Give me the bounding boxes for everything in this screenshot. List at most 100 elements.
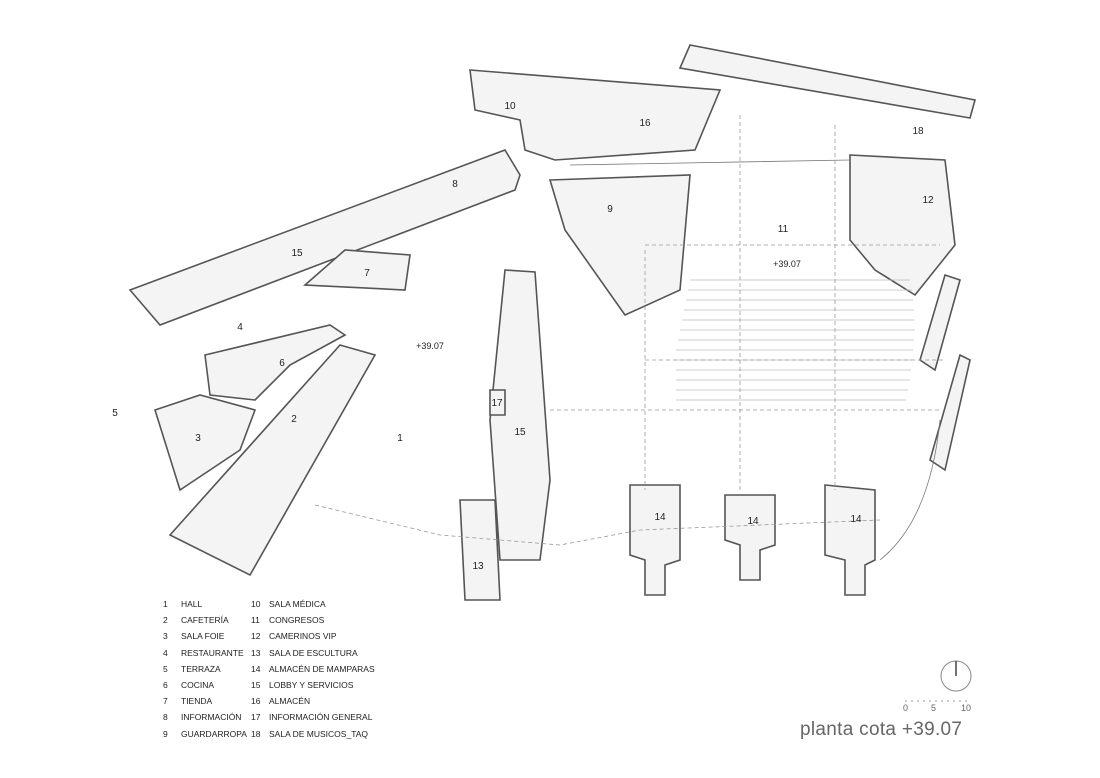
legend-item: 18 SALA DE MUSICOS_TAQ [251,729,391,745]
info-wing-8 [128,149,521,326]
east-curve [879,419,941,561]
legend-item: 17 INFORMACIÓN GENERAL [251,712,391,728]
store-14-a [629,484,681,596]
legend-number: 13 [251,647,261,658]
legend-number: 9 [163,728,168,739]
legend-item: 13 SALA DE ESCULTURA [251,648,391,664]
legend-label: RESTAURANTE [181,647,244,658]
legend-item: 4 RESTAURANTE [163,648,303,664]
legend-item: 12 CAMERINOS VIP [251,631,391,647]
legend-number: 8 [163,712,168,723]
legend-label: CONGRESOS [269,615,325,626]
north-wing [678,44,977,119]
legend-number: 14 [251,663,261,674]
store-14-b [724,494,776,581]
legend-item: 2 CAFETERÍA [163,615,303,631]
svg-text:6: 6 [279,358,285,369]
legend-label: SALA DE MUSICOS_TAQ [269,728,369,739]
north-arrow-icon [940,660,972,692]
svg-text:14: 14 [654,512,666,523]
legend-item: 15 LOBBY Y SERVICIOS [251,680,391,696]
scale-bar [905,700,967,702]
legend-label: SALA DE ESCULTURA [269,647,358,658]
legend-number: 10 [251,599,261,609]
legend-label: LOBBY Y SERVICIOS [269,679,354,690]
legend-item: 10 SALA MÉDICA [251,599,391,615]
svg-text:17: 17 [491,398,503,409]
store-14-c [824,484,876,596]
svg-text:+39.07: +39.07 [773,259,801,269]
plan-title: planta cota +39.07 [800,719,963,740]
svg-text:16: 16 [639,118,651,129]
legend-label: INFORMACIÓN [181,712,242,723]
stage-edge [569,159,851,166]
legend-label: COCINA [181,679,215,690]
svg-text:14: 14 [850,514,862,525]
legend-label: SALA FOIE [181,631,225,642]
legend-number: 3 [163,631,168,642]
room-17 [489,389,506,416]
legend-number: 17 [251,712,261,723]
legend-label: ALMACÉN DE MAMPARAS [269,663,375,674]
auditorium-seating [676,279,915,401]
legend-number: 5 [163,663,168,674]
room-10-16-block [469,69,722,161]
svg-text:+39.07: +39.07 [416,341,444,351]
svg-text:14: 14 [747,516,759,527]
svg-text:7: 7 [364,268,370,279]
legend-number: 18 [251,728,261,739]
room-3 [154,394,257,492]
room-6-block [204,324,347,401]
svg-text:9: 9 [607,204,613,215]
svg-text:11: 11 [778,224,789,235]
room-9 [548,174,691,317]
svg-text:5: 5 [112,408,118,419]
east-pod-1 [919,273,961,372]
legend-item: 8 INFORMACIÓN [163,712,303,728]
legend-label: CAMERINOS VIP [269,631,337,642]
svg-text:8: 8 [452,179,458,190]
legend-item: 14 ALMACÉN DE MAMPARAS [251,664,391,680]
svg-text:4: 4 [237,322,243,333]
svg-text:12: 12 [922,195,934,206]
legend-number: 4 [163,647,168,658]
legend-item: 3 SALA FOIE [163,631,303,647]
legend-item: 7 TIENDA [163,696,303,712]
legend-item: 1 HALL [163,599,303,615]
legend-item: 16 ALMACÉN [251,696,391,712]
legend-label: CAFETERÍA [181,615,229,626]
svg-text:10: 10 [504,101,516,112]
svg-text:1: 1 [397,433,403,444]
legend-number: 7 [163,696,168,707]
room-labels: 10 16 18 8 9 12 11 +39.07 15 7 4 6 +39.0… [112,101,934,572]
svg-text:15: 15 [291,248,303,259]
legend-number: 1 [163,599,168,609]
legend-number: 2 [163,615,168,626]
core-15 [489,269,551,561]
legend-number: 15 [251,679,261,690]
east-pod-2 [929,353,971,472]
svg-text:2: 2 [291,414,297,425]
room-13 [459,499,501,601]
legend-label: SALA MÉDICA [269,599,326,609]
room-2-cafeteria [168,344,377,577]
legend-label: HALL [181,599,203,609]
legend-item: 9 GUARDARROPA [163,729,303,745]
legend-number: 16 [251,696,261,707]
svg-text:3: 3 [195,433,201,444]
svg-text:18: 18 [912,126,924,137]
legend-label: INFORMACIÓN GENERAL [269,712,373,723]
legend-label: TIENDA [181,696,213,707]
legend-number: 12 [251,631,261,642]
svg-text:15: 15 [514,427,526,438]
legend-label: ALMACÉN [269,696,311,707]
hall-boundary [314,504,881,546]
room-18-12-block [849,154,956,297]
svg-text:13: 13 [472,561,484,572]
legend-label: GUARDARROPA [181,728,247,739]
room-7 [302,249,411,291]
